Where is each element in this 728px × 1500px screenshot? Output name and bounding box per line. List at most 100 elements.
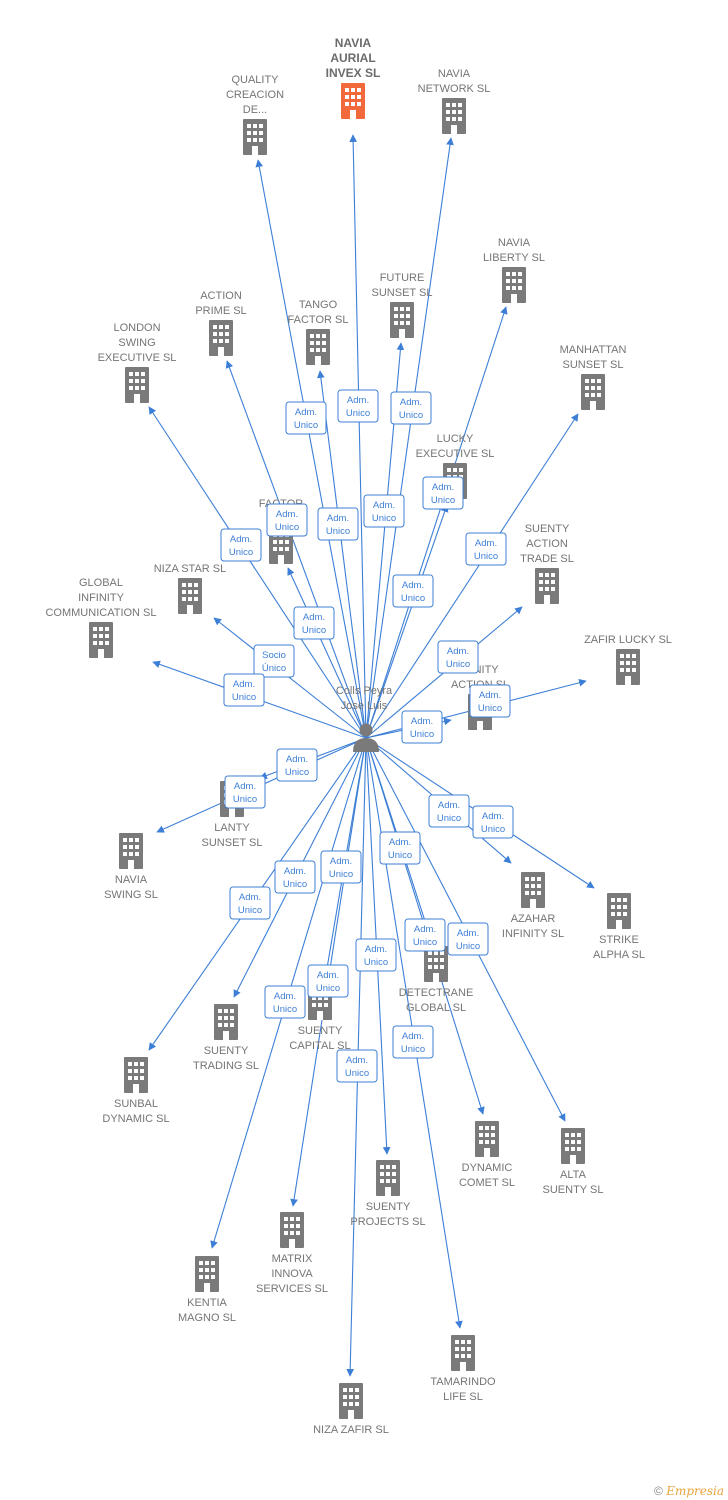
relation-label-infinity-action[interactable]: Adm.Unico [401, 710, 443, 744]
relation-box[interactable] [293, 606, 335, 640]
company-node-strike-alpha[interactable]: STRIKE ALPHA SL [593, 893, 645, 961]
building-icon[interactable] [561, 1128, 585, 1164]
company-node-manhattan-sunset[interactable]: MANHATTAN SUNSET SL [560, 344, 627, 410]
relation-label-azahar-infinity[interactable]: Adm.Unico [428, 794, 470, 828]
relation-label-tamarindo-life[interactable]: Adm.Unico [392, 1025, 434, 1059]
building-icon[interactable] [243, 119, 267, 155]
building-icon[interactable] [442, 98, 466, 134]
company-name-line[interactable]: SUENTY SL [543, 1184, 604, 1196]
relation-box[interactable] [379, 831, 421, 865]
relation-box[interactable] [363, 494, 405, 528]
relation-label-navia-network[interactable]: Adm.Unico [390, 391, 432, 425]
company-name-line[interactable]: LIFE SL [443, 1391, 483, 1403]
relation-label-london-swing[interactable]: Adm.Unico [220, 528, 262, 562]
company-name-line[interactable]: LIBERTY SL [483, 252, 545, 264]
building-icon[interactable] [521, 872, 545, 908]
relation-label-sunbal-dynamic[interactable]: Adm.Unico [229, 886, 271, 920]
company-name-line[interactable]: INNOVA [271, 1268, 313, 1280]
company-name-line[interactable]: SUENTY [366, 1201, 411, 1213]
company-name-line[interactable]: PRIME SL [195, 305, 246, 317]
relation-label-alta-suenty[interactable]: Adm.Unico [447, 922, 489, 956]
relation-label-suenty-projects[interactable]: Adm.Unico [355, 938, 397, 972]
company-name-line[interactable]: MANHATTAN [560, 344, 627, 356]
company-name-line[interactable]: EXECUTIVE SL [416, 448, 495, 460]
company-name-line[interactable]: NIZA STAR SL [154, 563, 227, 575]
building-icon[interactable] [125, 367, 149, 403]
company-name-line[interactable]: MAGNO SL [178, 1312, 236, 1324]
building-icon[interactable] [581, 374, 605, 410]
company-name-line[interactable]: SUENTY [298, 1025, 343, 1037]
company-name-line[interactable]: DYNAMIC SL [102, 1113, 169, 1125]
relation-label-niza-zafir[interactable]: Adm.Unico [336, 1049, 378, 1083]
company-node-suenty-capital[interactable]: SUENTY CAPITAL SL [289, 984, 351, 1052]
building-icon[interactable] [451, 1335, 475, 1371]
company-name-line[interactable]: CREACION [226, 89, 284, 101]
company-node-matrix-innova[interactable]: MATRIX INNOVA SERVICES SL [256, 1212, 328, 1295]
relation-label-lucky-executive[interactable]: Adm.Unico [392, 574, 434, 608]
company-name-line[interactable]: CAPITAL SL [289, 1040, 350, 1052]
building-icon[interactable] [124, 1057, 148, 1093]
relation-label-suenty-trading[interactable]: Adm.Unico [274, 860, 316, 894]
relation-label-zafir-lucky[interactable]: Adm.Unico [469, 684, 511, 718]
company-node-navia-liberty[interactable]: NAVIA LIBERTY SL [483, 237, 545, 303]
company-name-line[interactable]: ALPHA SL [593, 949, 645, 961]
relation-box[interactable] [472, 805, 514, 839]
company-name-line[interactable]: SUENTY [204, 1045, 249, 1057]
company-name-line[interactable]: SUENTY [525, 523, 570, 535]
relation-label-navia-aurial[interactable]: Adm.Unico [337, 389, 379, 423]
company-name-line[interactable]: SERVICES SL [256, 1283, 328, 1295]
company-name-line[interactable]: ACTION [200, 290, 242, 302]
company-node-suenty-trading[interactable]: SUENTY TRADING SL [193, 1004, 259, 1072]
building-icon[interactable] [119, 833, 143, 869]
building-icon[interactable] [376, 1160, 400, 1196]
company-name-line[interactable]: FUTURE [380, 272, 425, 284]
relation-box[interactable] [264, 985, 306, 1019]
relation-box[interactable] [223, 673, 265, 707]
relation-label-dynamic-comet[interactable]: Adm.Unico [404, 918, 446, 952]
company-name-line[interactable]: NAVIA [335, 36, 372, 50]
relation-box[interactable] [336, 1049, 378, 1083]
building-icon[interactable] [209, 320, 233, 356]
building-icon[interactable] [178, 578, 202, 614]
relation-box[interactable] [229, 886, 271, 920]
relation-box[interactable] [401, 710, 443, 744]
building-icon[interactable] [607, 893, 631, 929]
person-icon[interactable] [353, 723, 379, 753]
company-name-line[interactable]: DYNAMIC [462, 1162, 513, 1174]
company-name-line[interactable]: STRIKE [599, 934, 639, 946]
relation-box[interactable] [392, 1025, 434, 1059]
company-node-zafir-lucky[interactable]: ZAFIR LUCKY SL [584, 634, 672, 685]
relation-box[interactable] [404, 918, 446, 952]
relation-box[interactable] [253, 644, 295, 678]
company-name-line[interactable]: QUALITY [231, 74, 279, 86]
relation-box[interactable] [276, 748, 318, 782]
company-name-line[interactable]: SUNSET SL [202, 837, 263, 849]
company-node-niza-star[interactable]: NIZA STAR SL [154, 563, 227, 614]
relation-box[interactable] [317, 507, 359, 541]
relation-box[interactable] [422, 476, 464, 510]
relation-label-kentia-magno[interactable]: Adm.Unico [264, 985, 306, 1019]
company-name-line[interactable]: SUNSET SL [563, 359, 624, 371]
relation-box[interactable] [224, 775, 266, 809]
building-icon[interactable] [280, 1212, 304, 1248]
company-name-line[interactable]: EXECUTIVE SL [98, 352, 177, 364]
company-name-line[interactable]: MATRIX [272, 1253, 313, 1265]
company-name-line[interactable]: TRADING SL [193, 1060, 259, 1072]
relation-box[interactable] [337, 389, 379, 423]
company-name-line[interactable]: NAVIA [498, 237, 531, 249]
company-name-line[interactable]: GLOBAL SL [406, 1002, 466, 1014]
company-name-line[interactable]: NAVIA [115, 874, 148, 886]
